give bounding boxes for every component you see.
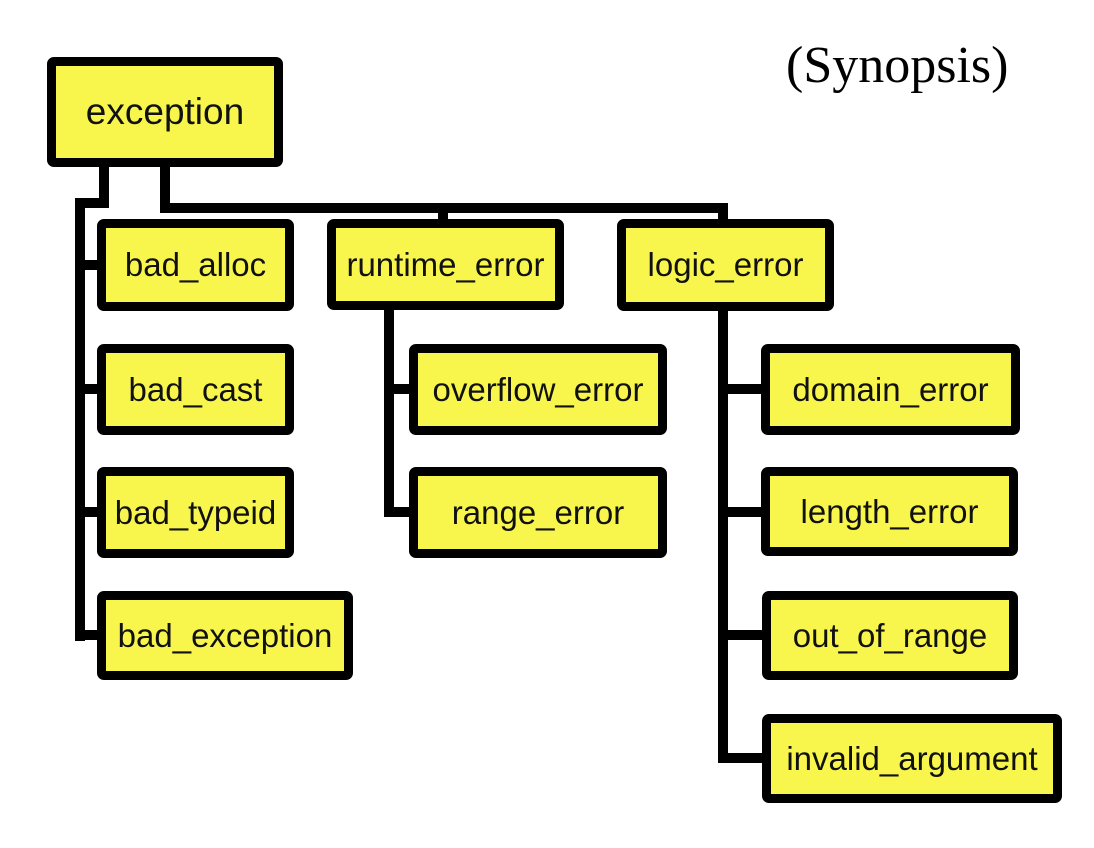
connector-logic-error-drop [718, 203, 728, 229]
node-bad-alloc: bad_alloc [97, 219, 294, 311]
node-bad-cast-label: bad_cast [128, 370, 263, 408]
connector-logic-rail [718, 300, 728, 763]
connector-stub-range-error [393, 507, 410, 517]
node-out-of-range: out_of_range [762, 591, 1018, 680]
connector-exception-right-drop [160, 163, 170, 213]
node-range-error: range_error [409, 467, 667, 558]
node-overflow-error-label: overflow_error [432, 370, 644, 408]
node-runtime-error: runtime_error [327, 219, 564, 310]
node-overflow-error: overflow_error [409, 344, 667, 435]
connector-runtime-error-drop [438, 203, 448, 229]
node-bad-exception: bad_exception [97, 591, 353, 680]
connector-stub-out-of-range [727, 630, 762, 640]
connector-stub-invalid-argument [727, 753, 763, 763]
node-bad-exception-label: bad_exception [117, 616, 333, 654]
connector-exception-left-drop [99, 163, 109, 208]
connector-stub-bad-alloc [85, 260, 99, 270]
connector-stub-bad-typeid [85, 507, 99, 517]
connector-runtime-rail [384, 300, 394, 517]
node-invalid-argument-label: invalid_argument [786, 739, 1038, 777]
connector-stub-overflow-error [393, 384, 410, 394]
connector-stub-bad-exception [85, 630, 99, 640]
node-bad-typeid-label: bad_typeid [114, 493, 277, 531]
connector-left-jog [75, 198, 109, 208]
node-length-error: length_error [761, 467, 1018, 556]
node-domain-error-label: domain_error [792, 370, 989, 408]
node-logic-error: logic_error [617, 219, 834, 311]
node-logic-error-label: logic_error [647, 246, 804, 283]
node-bad-cast: bad_cast [97, 344, 294, 435]
connector-stub-length-error [727, 507, 762, 517]
node-exception: exception [47, 57, 283, 167]
node-length-error-label: length_error [800, 492, 979, 530]
node-bad-typeid: bad_typeid [97, 467, 294, 558]
connector-stub-bad-cast [85, 384, 99, 394]
node-runtime-error-label: runtime_error [346, 245, 545, 283]
node-invalid-argument: invalid_argument [762, 714, 1062, 803]
connector-stub-domain-error [727, 384, 762, 394]
connector-left-rail [75, 198, 85, 641]
node-out-of-range-label: out_of_range [792, 616, 988, 654]
node-exception-label: exception [85, 91, 245, 132]
node-bad-alloc-label: bad_alloc [124, 246, 267, 283]
node-domain-error: domain_error [761, 344, 1020, 435]
diagram-title: (Synopsis) [786, 37, 1009, 94]
node-range-error-label: range_error [451, 493, 625, 531]
